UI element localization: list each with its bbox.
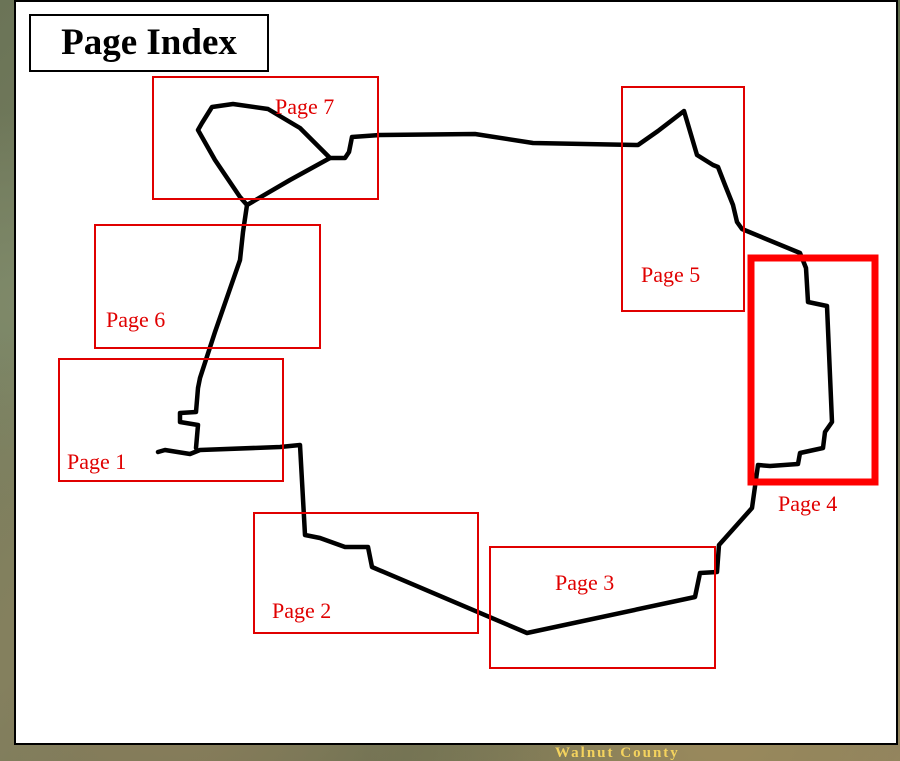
page-box-5-label: Page 5 bbox=[641, 262, 700, 287]
page-box-6-label: Page 6 bbox=[106, 307, 165, 332]
page-box-3[interactable]: Page 3 bbox=[489, 546, 716, 669]
page-box-7[interactable]: Page 7 bbox=[152, 76, 379, 200]
route-line bbox=[155, 101, 835, 636]
page-box-1[interactable]: Page 1 bbox=[58, 358, 284, 482]
page-box-3-label: Page 3 bbox=[555, 570, 614, 595]
page-box-2-label: Page 2 bbox=[272, 598, 331, 623]
page-box-2[interactable]: Page 2 bbox=[253, 512, 479, 634]
page-boxes: Page 1 Page 2 Page 3 Page 4 Page 5 Page … bbox=[58, 76, 879, 669]
page-title: Page Index bbox=[29, 14, 269, 72]
page-box-5[interactable]: Page 5 bbox=[621, 86, 745, 312]
page-box-4-label: Page 4 bbox=[778, 491, 837, 516]
page-box-7-label: Page 7 bbox=[275, 94, 334, 119]
page-box-6[interactable]: Page 6 bbox=[94, 224, 321, 349]
route-segment-west-junction bbox=[244, 155, 333, 208]
page-box-4[interactable]: Page 4 bbox=[747, 254, 879, 516]
background-map-label: Walnut County bbox=[555, 745, 680, 761]
page-box-1-label: Page 1 bbox=[67, 449, 126, 474]
